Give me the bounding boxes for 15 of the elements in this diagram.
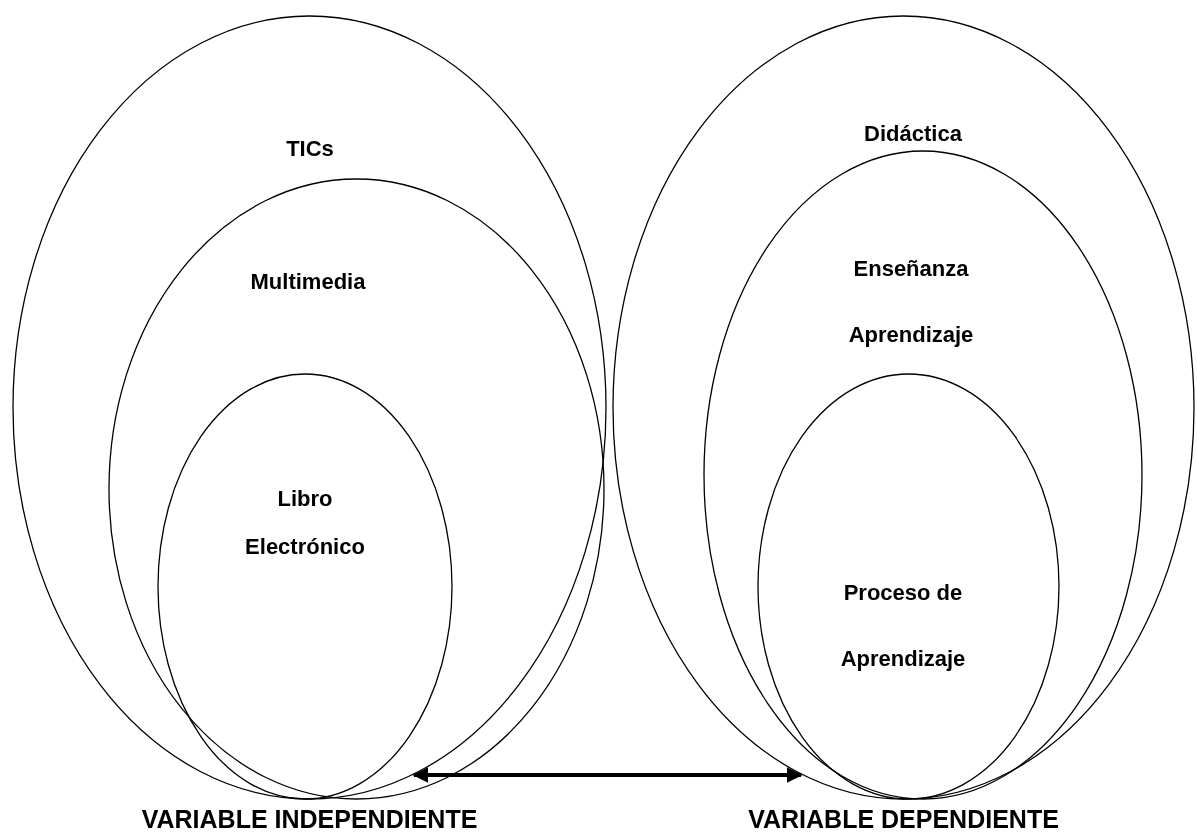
inner-ellipse [757, 373, 1060, 800]
ellipse-label: Didáctica [863, 120, 963, 148]
outer-ellipse [12, 15, 607, 800]
middle-ellipse [703, 150, 1143, 800]
ellipse-label: Multimedia [249, 268, 367, 296]
inner-ellipse [157, 373, 453, 800]
ellipse-label: TICs [285, 135, 335, 163]
outer-ellipse [612, 15, 1195, 800]
double-arrow [412, 767, 803, 783]
ellipse-label: Enseñanza Aprendizaje [847, 255, 975, 349]
variable-caption: VARIABLE INDEPENDIENTE [141, 805, 478, 834]
middle-ellipse [108, 178, 605, 800]
ellipse-label: Proceso de Aprendizaje [839, 579, 967, 673]
ellipse-label: Libro Electrónico [244, 485, 366, 561]
variable-caption: VARIABLE DEPENDIENTE [748, 805, 1059, 834]
